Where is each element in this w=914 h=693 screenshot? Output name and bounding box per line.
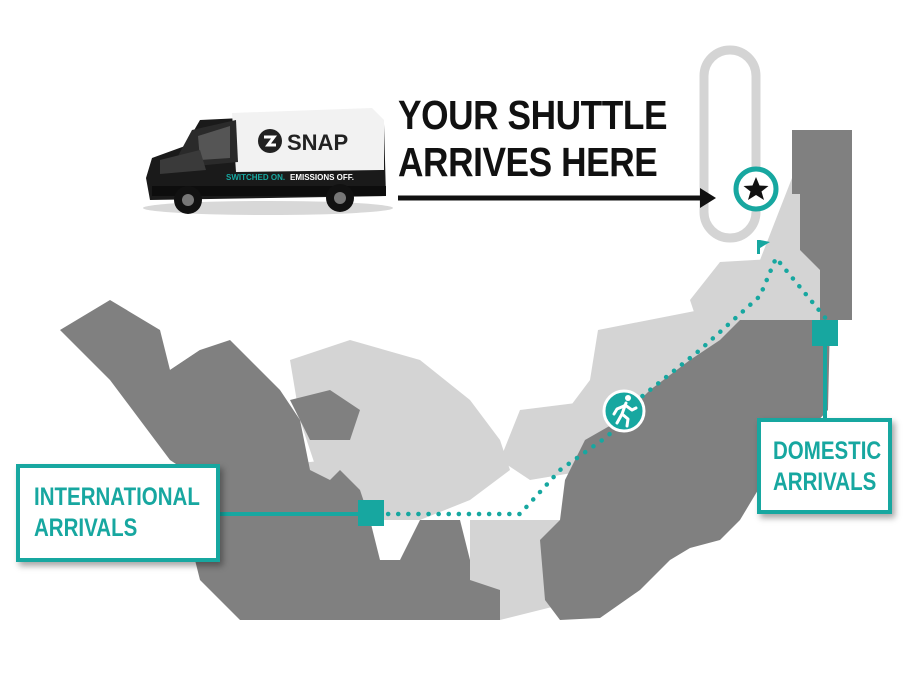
terminal-buildings xyxy=(60,130,852,620)
domestic-label-line-2: ARRIVALS xyxy=(773,468,877,496)
shuttle-loop-road xyxy=(699,45,761,243)
van-side-text-1: SWITCHED ON. xyxy=(226,173,285,182)
star-icon xyxy=(733,166,779,212)
international-gate-marker xyxy=(358,500,384,526)
domestic-gate-marker xyxy=(812,320,838,346)
arrow-to-pickup xyxy=(398,188,716,208)
international-arrivals-label: INTERNATIONAL ARRIVALS xyxy=(16,464,220,562)
headline: YOUR SHUTTLE ARRIVES HERE xyxy=(398,92,668,186)
flag-icon xyxy=(757,240,770,254)
international-label-line-1: INTERNATIONAL xyxy=(34,483,200,511)
shuttle-van-illustration: SNAP SWITCHED ON. EMISSIONS OFF. xyxy=(143,108,393,215)
domestic-arrivals-label: DOMESTIC ARRIVALS xyxy=(757,418,892,514)
domestic-label-line-1: DOMESTIC xyxy=(773,437,882,465)
van-side-text-2: EMISSIONS OFF. xyxy=(290,173,354,182)
walking-route xyxy=(375,253,835,517)
walking-person-icon xyxy=(602,389,646,433)
international-label-line-2: ARRIVALS xyxy=(34,514,138,542)
headline-line-1: YOUR SHUTTLE xyxy=(398,92,668,138)
headline-line-2: ARRIVES HERE xyxy=(398,139,658,185)
van-brand-text: SNAP xyxy=(287,130,348,155)
